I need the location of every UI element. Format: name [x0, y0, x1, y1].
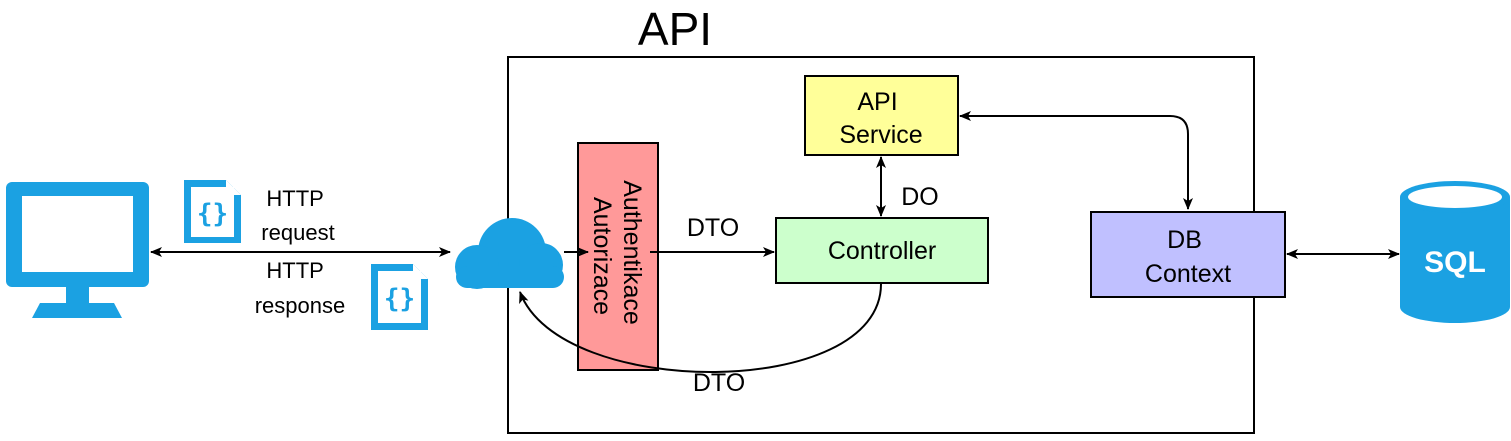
sql-label: SQL — [1424, 246, 1486, 279]
database-icon: SQL — [1400, 181, 1510, 323]
do-label: DO — [901, 183, 939, 211]
json-document-icon: {} — [184, 180, 241, 243]
json-document-icon: {} — [371, 264, 428, 330]
controller-box — [775, 217, 989, 284]
api-service-box — [804, 75, 959, 156]
cloud-icon — [455, 218, 564, 289]
db-context-label: DB Context — [1145, 226, 1231, 288]
api-title: API — [638, 3, 712, 55]
db-context-box — [1090, 211, 1286, 298]
monitor-icon — [6, 182, 149, 318]
service-db-arrow — [959, 111, 1193, 210]
api-service-label: API Service — [839, 88, 922, 149]
dto-in-label: DTO — [687, 214, 739, 242]
http-request-label: HTTP request — [261, 186, 334, 245]
controller-label: Controller — [828, 237, 936, 265]
dto-out-label: DTO — [693, 369, 745, 397]
http-response-label: HTTP response — [255, 258, 346, 318]
auth-label: Authentikace Autorizace — [588, 180, 646, 332]
svg-text:{}: {} — [197, 199, 228, 229]
svg-text:{}: {} — [384, 284, 415, 314]
dto-out-arrow — [519, 283, 882, 373]
